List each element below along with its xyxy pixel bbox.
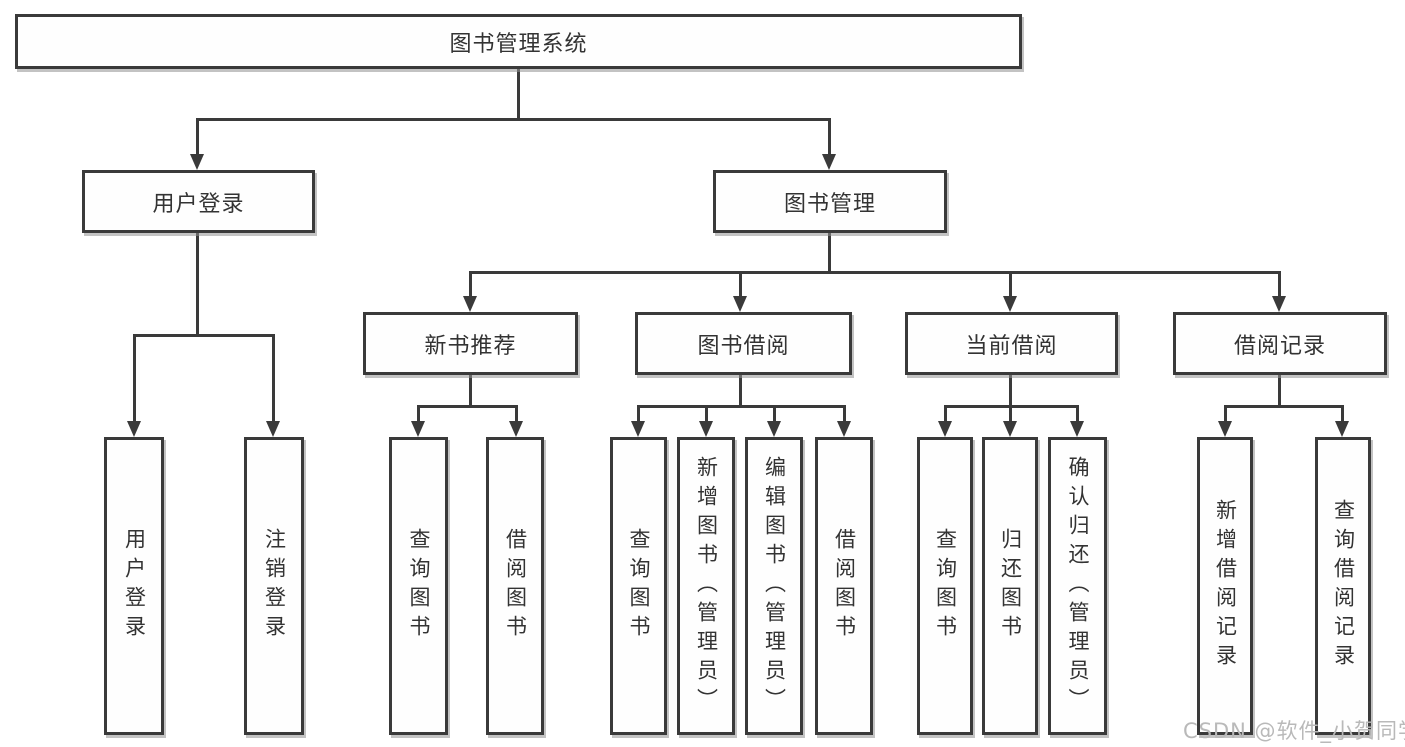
connector-line <box>133 334 136 423</box>
connector-line <box>944 405 947 423</box>
arrowhead-icon <box>767 421 781 437</box>
connector-line <box>1278 375 1281 408</box>
connector-line <box>828 118 831 156</box>
arrowhead-icon <box>509 421 523 437</box>
connector-line <box>1076 405 1079 423</box>
connector-line <box>637 405 846 408</box>
arrowhead-icon <box>1003 421 1017 437</box>
connector-line <box>517 68 520 120</box>
arrowhead-icon <box>631 421 645 437</box>
connector-line <box>417 405 518 408</box>
leaf-br-query-record: 查询借阅记录 <box>1315 437 1371 735</box>
watermark: CSDN @软件_小贺同学 <box>1183 719 1405 743</box>
connector-line <box>197 118 831 121</box>
connector-line <box>515 405 518 423</box>
arrowhead-icon <box>837 421 851 437</box>
connector-line <box>272 334 275 423</box>
arrowhead-icon <box>699 421 713 437</box>
arrowhead-icon <box>463 296 477 312</box>
node-borrow-records: 借阅记录 <box>1173 312 1387 375</box>
connector-line <box>739 375 742 408</box>
connector-line <box>705 405 708 423</box>
connector-line <box>1341 405 1344 423</box>
node-book-borrow: 图书借阅 <box>635 312 852 375</box>
connector-line <box>469 271 472 299</box>
node-new-book-recommend: 新书推荐 <box>363 312 578 375</box>
connector-line <box>196 233 199 336</box>
leaf-bb-borrow-books: 借阅图书 <box>815 437 873 735</box>
connector-line <box>196 118 199 156</box>
leaf-bb-edit-books-admin: 编辑图书（管理员） <box>745 437 803 735</box>
arrowhead-icon <box>127 421 141 437</box>
connector-line <box>773 405 776 423</box>
connector-line <box>1224 405 1227 423</box>
leaf-cb-return-books: 归还图书 <box>982 437 1038 735</box>
connector-line <box>1224 405 1344 408</box>
connector-line <box>1009 405 1012 423</box>
connector-line <box>469 375 472 408</box>
leaf-cb-query-books: 查询图书 <box>917 437 973 735</box>
leaf-nbr-query-books: 查询图书 <box>389 437 448 735</box>
arrowhead-icon <box>938 421 952 437</box>
leaf-logout: 注销登录 <box>244 437 304 735</box>
arrowhead-icon <box>266 421 280 437</box>
arrowhead-icon <box>1070 421 1084 437</box>
arrowhead-icon <box>1003 296 1017 312</box>
arrowhead-icon <box>1218 421 1232 437</box>
connector-line <box>1009 271 1012 299</box>
leaf-nbr-borrow-books: 借阅图书 <box>486 437 544 735</box>
connector-line <box>828 233 831 274</box>
arrowhead-icon <box>1335 421 1349 437</box>
connector-line <box>843 405 846 423</box>
node-current-borrow: 当前借阅 <box>905 312 1118 375</box>
leaf-bb-query-books: 查询图书 <box>610 437 667 735</box>
leaf-bb-add-books-admin: 新增图书（管理员） <box>677 437 735 735</box>
leaf-user-login: 用户登录 <box>104 437 164 735</box>
connector-line <box>739 271 742 299</box>
leaf-br-add-record: 新增借阅记录 <box>1197 437 1253 735</box>
arrowhead-icon <box>822 154 836 170</box>
node-book-management: 图书管理 <box>713 170 947 233</box>
connector-line <box>637 405 640 423</box>
arrowhead-icon <box>733 296 747 312</box>
node-root: 图书管理系统 <box>15 14 1022 69</box>
connector-line <box>1009 375 1012 408</box>
connector-line <box>469 271 1281 274</box>
arrowhead-icon <box>1272 296 1286 312</box>
connector-line <box>417 405 420 423</box>
connector-line <box>1278 271 1281 299</box>
arrowhead-icon <box>411 421 425 437</box>
node-user-login: 用户登录 <box>82 170 315 233</box>
arrowhead-icon <box>190 154 204 170</box>
leaf-cb-confirm-return-admin: 确认归还（管理员） <box>1048 437 1107 735</box>
connector-line <box>133 334 275 337</box>
